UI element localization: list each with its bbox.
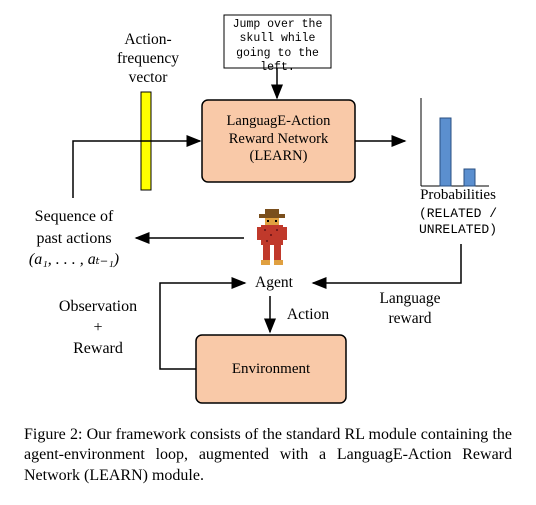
learn-line-3: (LEARN) [249, 148, 308, 165]
sequence-math: (a₁, . . . , aₜ₋₁) [28, 251, 120, 269]
feature-label-line-2: frequency [117, 49, 179, 67]
observation-reward-arrow [159, 277, 247, 370]
learn-box-label: LanguagE-Action Reward Network (LEARN) [202, 113, 355, 166]
language-reward-line-1: Language [379, 290, 441, 307]
environment-label: Environment [231, 361, 311, 377]
probabilities-title: Probabilities [420, 187, 496, 203]
probabilities-related: (RELATED / [418, 205, 497, 221]
instruction-box [223, 14, 332, 69]
feature-label-line-1: Action- [124, 31, 172, 48]
language-reward-label: Language reward [362, 289, 458, 329]
learn-line-1: LanguagE-Action [226, 113, 331, 129]
figure-caption: Figure 2: Our framework consists of the … [24, 426, 512, 484]
probabilities-unrelated: UNRELATED) [418, 222, 497, 238]
instruction-line-3: going to the left. [236, 46, 319, 75]
language-reward-arrow [311, 244, 462, 289]
observation-line-3: Reward [73, 339, 123, 357]
instruction-line-2: skull while [239, 32, 316, 46]
agent-sprite-icon [257, 209, 287, 265]
instruction-text: Jump over the skull while going to the l… [224, 18, 331, 76]
observation-label: Observation + Reward [40, 297, 156, 359]
feature-label-line-3: vector [128, 68, 168, 86]
learn-line-2: Reward Network [228, 130, 329, 147]
feature-label: Action- frequency vector [92, 31, 204, 88]
sequence-label: Sequence of past actions (a₁, . . . , aₜ… [12, 206, 136, 271]
language-reward-line-2: reward [388, 310, 432, 328]
agent-label: Agent [255, 274, 293, 291]
probabilities-label: Probabilities (RELATED / UNRELATED) [393, 186, 523, 239]
bar-related [439, 117, 452, 187]
sequence-line-2: past actions [36, 229, 112, 247]
observation-line-1: Observation [58, 298, 138, 315]
action-label: Action [286, 306, 330, 323]
observation-line-2: + [93, 318, 103, 336]
bar-unrelated [463, 168, 476, 187]
sequence-to-learn-arrow [72, 135, 202, 198]
sequence-line-1: Sequence of [34, 208, 114, 225]
instruction-line-1: Jump over the [232, 18, 323, 31]
